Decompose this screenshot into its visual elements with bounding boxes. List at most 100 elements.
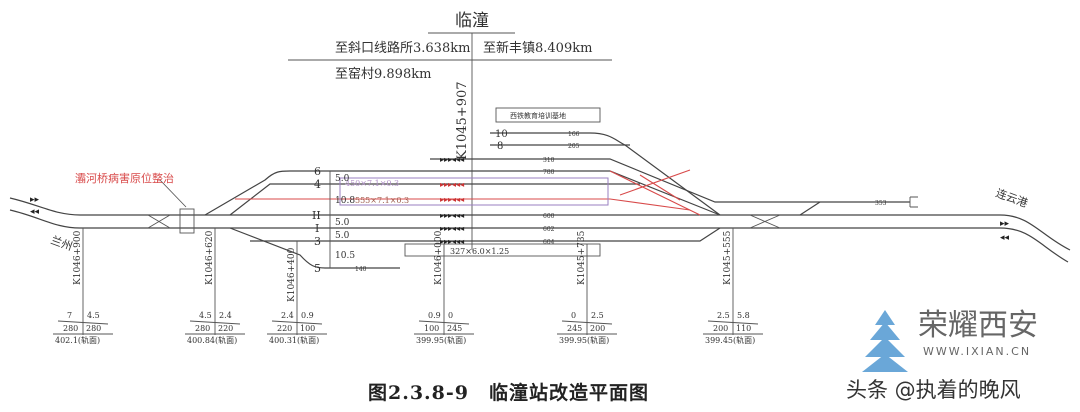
- spacing-labels: 5.0 10.8 5.0 5.0 10.5: [335, 174, 355, 261]
- track-label-3: 3: [314, 235, 321, 248]
- track-label-6: 6: [314, 165, 321, 178]
- building-box: [495, 107, 601, 123]
- length-label: 353: [875, 200, 887, 207]
- length-label: 310: [543, 157, 555, 164]
- length-left: 100: [424, 324, 439, 333]
- grade-line: [189, 320, 241, 325]
- signal-row: ▸▸▸◂◂◂: [440, 180, 464, 189]
- grade-line: [57, 320, 109, 325]
- length-left: 200: [713, 324, 728, 333]
- elevation-label: 402.1(轨面): [55, 335, 100, 345]
- length-label: 166: [568, 131, 580, 138]
- buffer-stop-right: [909, 196, 918, 208]
- new-switches-red: [609, 169, 701, 216]
- track-label-4: 4: [314, 178, 321, 191]
- new-track-red: [235, 198, 691, 211]
- length-label: 600: [543, 213, 555, 220]
- grade-line: [707, 320, 759, 325]
- length-right: 110: [736, 324, 751, 333]
- elevation-label: 399.45(轨面): [705, 335, 755, 345]
- track-6: [204, 170, 721, 216]
- grade-left: 2.5: [717, 311, 730, 320]
- track-label-10: 10: [495, 129, 508, 140]
- length-right: 200: [590, 324, 605, 333]
- signal-row: ▸▸▸◂◂◂: [440, 237, 464, 246]
- platform-box: [404, 243, 601, 257]
- length-left: 280: [195, 324, 210, 333]
- grade-right: 2.5: [591, 311, 604, 320]
- mileage-label: K1045+735: [577, 230, 587, 285]
- elevation-label: 400.31(轨面): [269, 335, 319, 345]
- length-left: 280: [63, 324, 78, 333]
- center-mileage: K1045+907: [455, 81, 470, 160]
- new-platform-label: 450×7.1×0.3: [345, 179, 399, 188]
- spacing-label: 10.5: [335, 251, 355, 261]
- length-label: 602: [543, 226, 555, 233]
- grade-right: 0: [448, 311, 453, 320]
- figure-caption: 图2.3.8-9 临潼站改造平面图: [368, 382, 649, 404]
- signal-arrows: ▸▸▸◂◂◂ ▸▸▸◂◂◂ ▸▸▸◂◂◂ ▸▸▸◂◂◂ ▸▸▸◂◂◂ ▸▸▸◂◂…: [30, 155, 1010, 246]
- grade-left: 0: [571, 311, 576, 320]
- connector-right: [799, 201, 821, 216]
- length-label: 205: [568, 143, 580, 150]
- track-5: [229, 227, 400, 269]
- watermark-url: WWW.IXIAN.CN: [923, 345, 1032, 358]
- mileage-label: K1046+900: [73, 230, 83, 285]
- signal-row: ▸▸: [30, 195, 40, 205]
- grade-line: [271, 320, 323, 325]
- signal-row: ◂◂: [30, 207, 40, 217]
- mileage-label: K1046+620: [205, 230, 215, 285]
- bridge-box: [179, 208, 195, 234]
- to-yaocun: 至窑村9.898km: [335, 66, 431, 82]
- station-name: 临潼: [455, 11, 489, 31]
- signal-row: ▸▸▸◂◂◂: [440, 224, 464, 233]
- track-label-5: 5: [314, 262, 321, 275]
- elevation-label: 399.95(轨面): [559, 335, 609, 345]
- direction-west: 兰州: [49, 234, 74, 254]
- grade-right: 2.4: [219, 311, 232, 320]
- platform-label: 327×6.0×1.25: [450, 247, 509, 256]
- gradient-profiles: K1046+900 7 4.5 280 280 402.1(轨面) K1046+620 4.5…: [53, 228, 763, 345]
- track-label-I: I: [315, 222, 319, 235]
- new-platform-label-2: 555×7.1×0.3: [355, 196, 409, 205]
- building-label: 西铁教育培训基地: [510, 111, 566, 120]
- elevation-label: 400.84(轨面): [187, 335, 237, 345]
- signal-row: ▸▸▸◂◂◂: [440, 155, 464, 164]
- length-right: 245: [447, 324, 462, 333]
- spacing-label: 10.8: [335, 196, 355, 206]
- to-xiekou: 至斜口线路所3.638km: [335, 40, 470, 56]
- length-right: 220: [218, 324, 233, 333]
- main-track-II: [9, 197, 1071, 251]
- length-label: 604: [543, 239, 555, 246]
- length-right: 280: [86, 324, 101, 333]
- grade-line: [561, 320, 613, 325]
- track-length-labels: 166 205 310 780 600 602 604 140 353: [355, 131, 887, 273]
- signal-row: ▸▸▸◂◂◂: [440, 195, 464, 204]
- grade-left: 7: [67, 311, 72, 320]
- grade-right: 0.9: [301, 311, 314, 320]
- length-left: 220: [277, 324, 292, 333]
- new-platform-box: [339, 177, 609, 206]
- grade-left: 4.5: [199, 311, 212, 320]
- main-track-I: [9, 209, 1069, 263]
- repair-annotation: 灞河桥病害原位整治: [75, 171, 174, 185]
- signal-row: ▸▸: [1000, 219, 1010, 229]
- track-3: [250, 227, 721, 242]
- track-label-8: 8: [497, 141, 503, 152]
- spacing-label: 5.0: [335, 218, 350, 228]
- length-label: 140: [355, 266, 367, 273]
- track-4: [229, 183, 640, 216]
- mileage-label: K1045+555: [723, 230, 733, 285]
- spacing-label: 5.0: [335, 231, 350, 241]
- direction-east: 连云港: [994, 187, 1029, 211]
- spacing-label: 5.0: [335, 174, 350, 184]
- mileage-label: K1046+000: [434, 230, 444, 285]
- watermark-title: 荣耀西安: [918, 308, 1038, 343]
- grade-right: 4.5: [87, 311, 100, 320]
- mileage-label: K1046+400: [287, 247, 297, 302]
- signal-row: ◂◂: [1000, 233, 1010, 243]
- grade-left: 0.9: [428, 311, 441, 320]
- track-number-labels: 10 8 6 4 II I 3 5: [312, 129, 508, 275]
- length-right: 100: [300, 324, 315, 333]
